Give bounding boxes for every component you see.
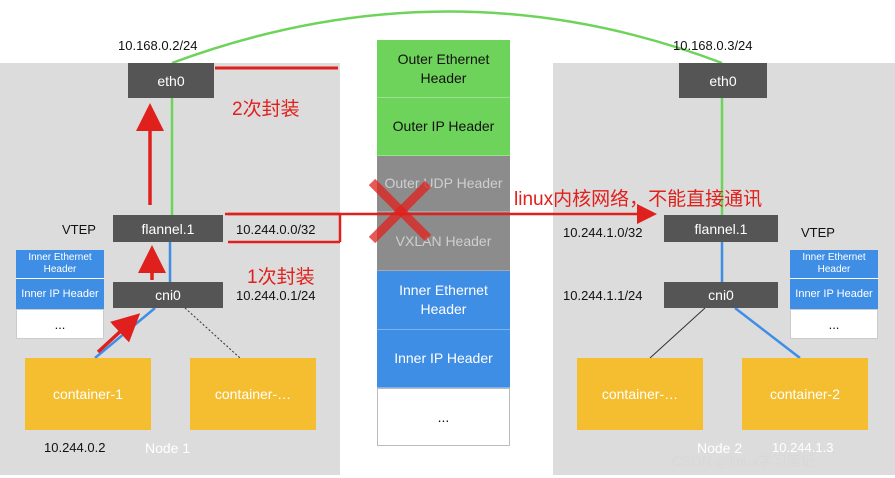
node2-mini-ellipsis: ...: [790, 309, 878, 339]
node2-cni0-ip: 10.244.1.1/24: [563, 288, 643, 303]
node1-container-1: container-1: [25, 358, 151, 430]
node2-cni0-container1-link: [649, 307, 706, 359]
node1-vtep-label: VTEP: [62, 222, 96, 237]
encap1-annotation: 1次封装: [247, 267, 315, 288]
watermark: CSDN @linux学习笔记: [672, 453, 815, 469]
node2-container-1: container-…: [577, 358, 703, 430]
cross-line-b: [368, 180, 432, 244]
node2-vtep-label: VTEP: [801, 225, 835, 240]
node1-mini-packet-stack: Inner Ethernet Header Inner IP Header ..…: [16, 250, 104, 339]
node2-mini-inner-ip: Inner IP Header: [790, 279, 878, 309]
node1-mini-inner-ethernet: Inner Ethernet Header: [16, 250, 104, 279]
node1-container-2: container-…: [190, 358, 316, 430]
node1-mini-inner-ip: Inner IP Header: [16, 279, 104, 309]
vxlan-packet-stack: Outer Ethernet Header Outer IP Header Ou…: [377, 40, 510, 446]
packet-outer-udp-header: Outer UDP Header: [377, 156, 510, 212]
node1-eth0-box: eth0: [128, 63, 214, 98]
node2-container-2: container-2: [742, 358, 868, 430]
packet-outer-ip-header: Outer IP Header: [377, 98, 510, 156]
node2-cni0-box: cni0: [664, 282, 778, 308]
node1-container-ip: 10.244.0.2: [44, 440, 106, 455]
node2-eth0-ip: 10.168.0.3/24: [673, 38, 753, 53]
node1-eth0-ip: 10.168.0.2/24: [118, 38, 198, 53]
packet-ellipsis: ...: [377, 388, 510, 446]
underlay-link: [171, 10, 723, 65]
encap2-annotation: 2次封装: [232, 99, 300, 120]
packet-outer-ethernet-header: Outer Ethernet Header: [377, 40, 510, 98]
node1-cni0-box: cni0: [113, 282, 223, 308]
node2-eth0-box: eth0: [679, 63, 767, 98]
node2-cni0-container2-link: [734, 307, 801, 359]
node2-label: Node 2: [697, 440, 743, 456]
node2-flannel-ip: 10.244.1.0/32: [563, 225, 643, 240]
node1-mini-ellipsis: ...: [16, 309, 104, 339]
node1-flannel-box: flannel.1: [113, 215, 223, 242]
packet-inner-ip-header: Inner IP Header: [377, 330, 510, 388]
node2-container-ip: 10.244.1.3: [772, 440, 834, 455]
node2-mini-packet-stack: Inner Ethernet Header Inner IP Header ..…: [790, 250, 878, 339]
node1-cni0-ip: 10.244.0.1/24: [236, 288, 316, 303]
container-to-cni0-arrow: [96, 313, 141, 354]
node1-cni0-container2-link: [184, 307, 241, 359]
node2-flannel-box: flannel.1: [664, 215, 778, 242]
node2-mini-inner-ethernet: Inner Ethernet Header: [790, 250, 878, 279]
kernel-note-annotation: linux内核网络，不能直接通讯: [514, 189, 763, 210]
packet-inner-ethernet-header: Inner Ethernet Header: [377, 271, 510, 330]
packet-vxlan-header: VXLAN Header: [377, 212, 510, 271]
node1-label: Node 1: [145, 440, 191, 456]
node1-flannel-ip: 10.244.0.0/32: [236, 222, 316, 237]
